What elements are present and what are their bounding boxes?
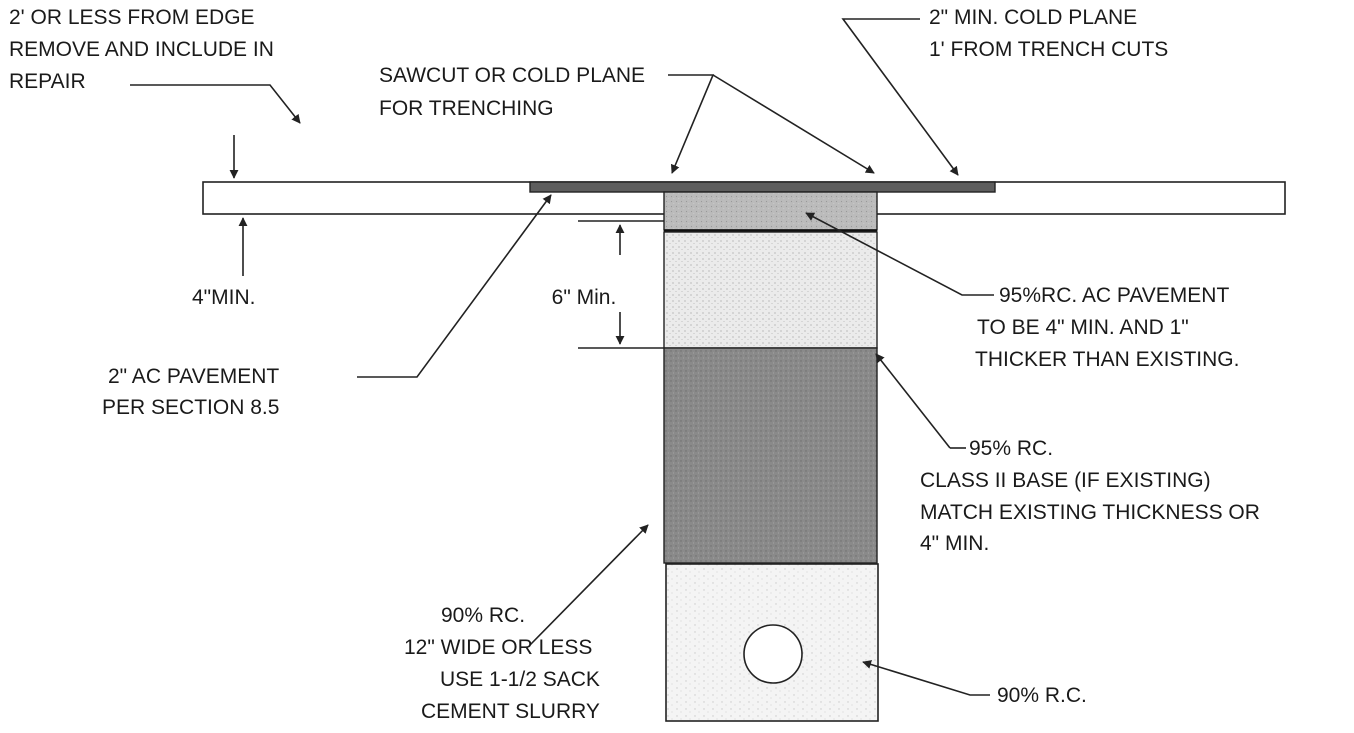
sawcut-leader-right: [712, 74, 875, 174]
trench-ac-leader: [805, 212, 994, 296]
backfill-note: 90% RC. 12" WIDE OR LESS USE 1-1/2 SACK …: [404, 604, 606, 723]
pipe: [743, 624, 803, 684]
ac-pavement-leader: [357, 194, 552, 378]
edge-note-leader: [130, 84, 301, 124]
cold-plane-leader: [841, 18, 959, 176]
base-note: 95% RC. CLASS II BASE (IF EXISTING) MATC…: [920, 437, 1266, 555]
sawcut-note: SAWCUT OR COLD PLANE FOR TRENCHING: [379, 64, 651, 120]
cold-plane-overlay: [529, 181, 996, 193]
trench-ac-note: 95%RC. AC PAVEMENT TO BE 4" MIN. AND 1" …: [975, 284, 1239, 371]
cold-plane-note: 2" MIN. COLD PLANE 1' FROM TRENCH CUTS: [929, 6, 1168, 61]
class-ii-base-layer: [663, 231, 878, 349]
edge-note: 2' OR LESS FROM EDGE REMOVE AND INCLUDE …: [9, 6, 280, 93]
backfill-layer: [663, 347, 878, 564]
existing-thickness-label: 4"MIN.: [192, 286, 255, 309]
base-depth-label: 6" Min.: [552, 286, 617, 309]
sawcut-leader-left: [668, 74, 715, 174]
bedding-leader: [862, 660, 990, 696]
base-note-leader: [875, 353, 951, 449]
bedding-note: 90% R.C.: [997, 684, 1087, 707]
ac-pavement-note: 2" AC PAVEMENT PER SECTION 8.5: [102, 365, 285, 419]
trench-ac-layer: [663, 191, 878, 231]
backfill-leader: [529, 524, 649, 646]
